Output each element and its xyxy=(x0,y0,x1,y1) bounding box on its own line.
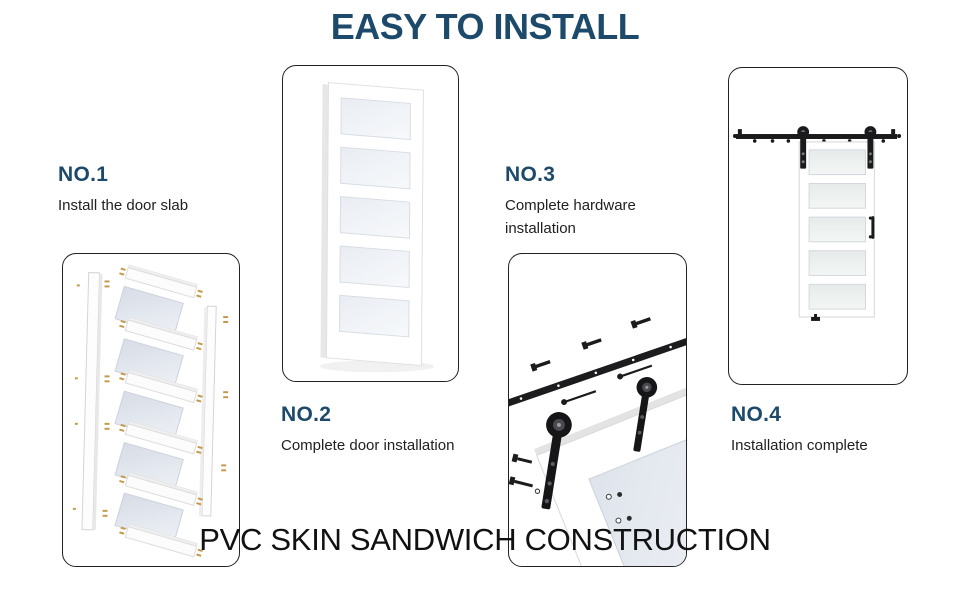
roller-hanger-right xyxy=(633,377,658,452)
door-right-stile xyxy=(198,305,217,517)
step-4-label: NO.4 Installation complete xyxy=(731,404,868,457)
step-1-caption: Install the door slab xyxy=(58,197,189,214)
section-title-pvc-construction: PVC SKIN SANDWICH CONSTRUCTION xyxy=(199,522,771,557)
hardware-kit-illustration xyxy=(509,317,686,566)
step-2-number: NO.2 xyxy=(281,403,332,426)
floor-guide xyxy=(811,314,820,321)
loose-bolts xyxy=(509,453,541,494)
sliding-rail xyxy=(732,129,902,143)
step-4-image-box xyxy=(728,67,908,385)
step-2-image-box xyxy=(282,65,459,382)
hanger-straps xyxy=(800,132,874,169)
door-rails xyxy=(119,264,203,558)
page-title: EASY TO INSTALL xyxy=(330,6,640,47)
step-3-caption: Complete hardware installation xyxy=(505,197,636,237)
sliding-rail xyxy=(509,317,686,408)
door-handle xyxy=(868,216,875,239)
step-3-number: NO.3 xyxy=(505,163,556,186)
door-slab xyxy=(320,82,424,366)
door-slab xyxy=(798,141,875,318)
mounting-screws xyxy=(561,364,653,406)
step-3-image-box xyxy=(508,253,687,567)
step-1-label: NO.1 Install the door slab xyxy=(58,164,188,217)
step-1-number: NO.1 xyxy=(58,163,109,186)
pre-drilled-holes xyxy=(605,492,632,524)
exploded-door-illustration xyxy=(72,264,229,558)
step-4-caption: Installation complete xyxy=(731,437,868,454)
door-left-stile xyxy=(81,272,103,531)
roller-hanger-left xyxy=(541,412,572,510)
dowel-pins-right xyxy=(221,316,229,472)
step-1-image-box xyxy=(62,253,240,567)
installed-door-illustration xyxy=(732,126,902,321)
step-4-number: NO.4 xyxy=(731,403,782,426)
lag-bolts xyxy=(530,317,651,372)
dowel-pins-left xyxy=(72,280,110,517)
step-3-label: NO.3 Complete hardware installation xyxy=(505,164,655,240)
door-top-corner xyxy=(534,383,686,566)
step-2-caption: Complete door installation xyxy=(281,437,455,454)
assembled-door-illustration xyxy=(319,82,435,373)
step-2-label: NO.2 Complete door installation xyxy=(281,404,454,457)
